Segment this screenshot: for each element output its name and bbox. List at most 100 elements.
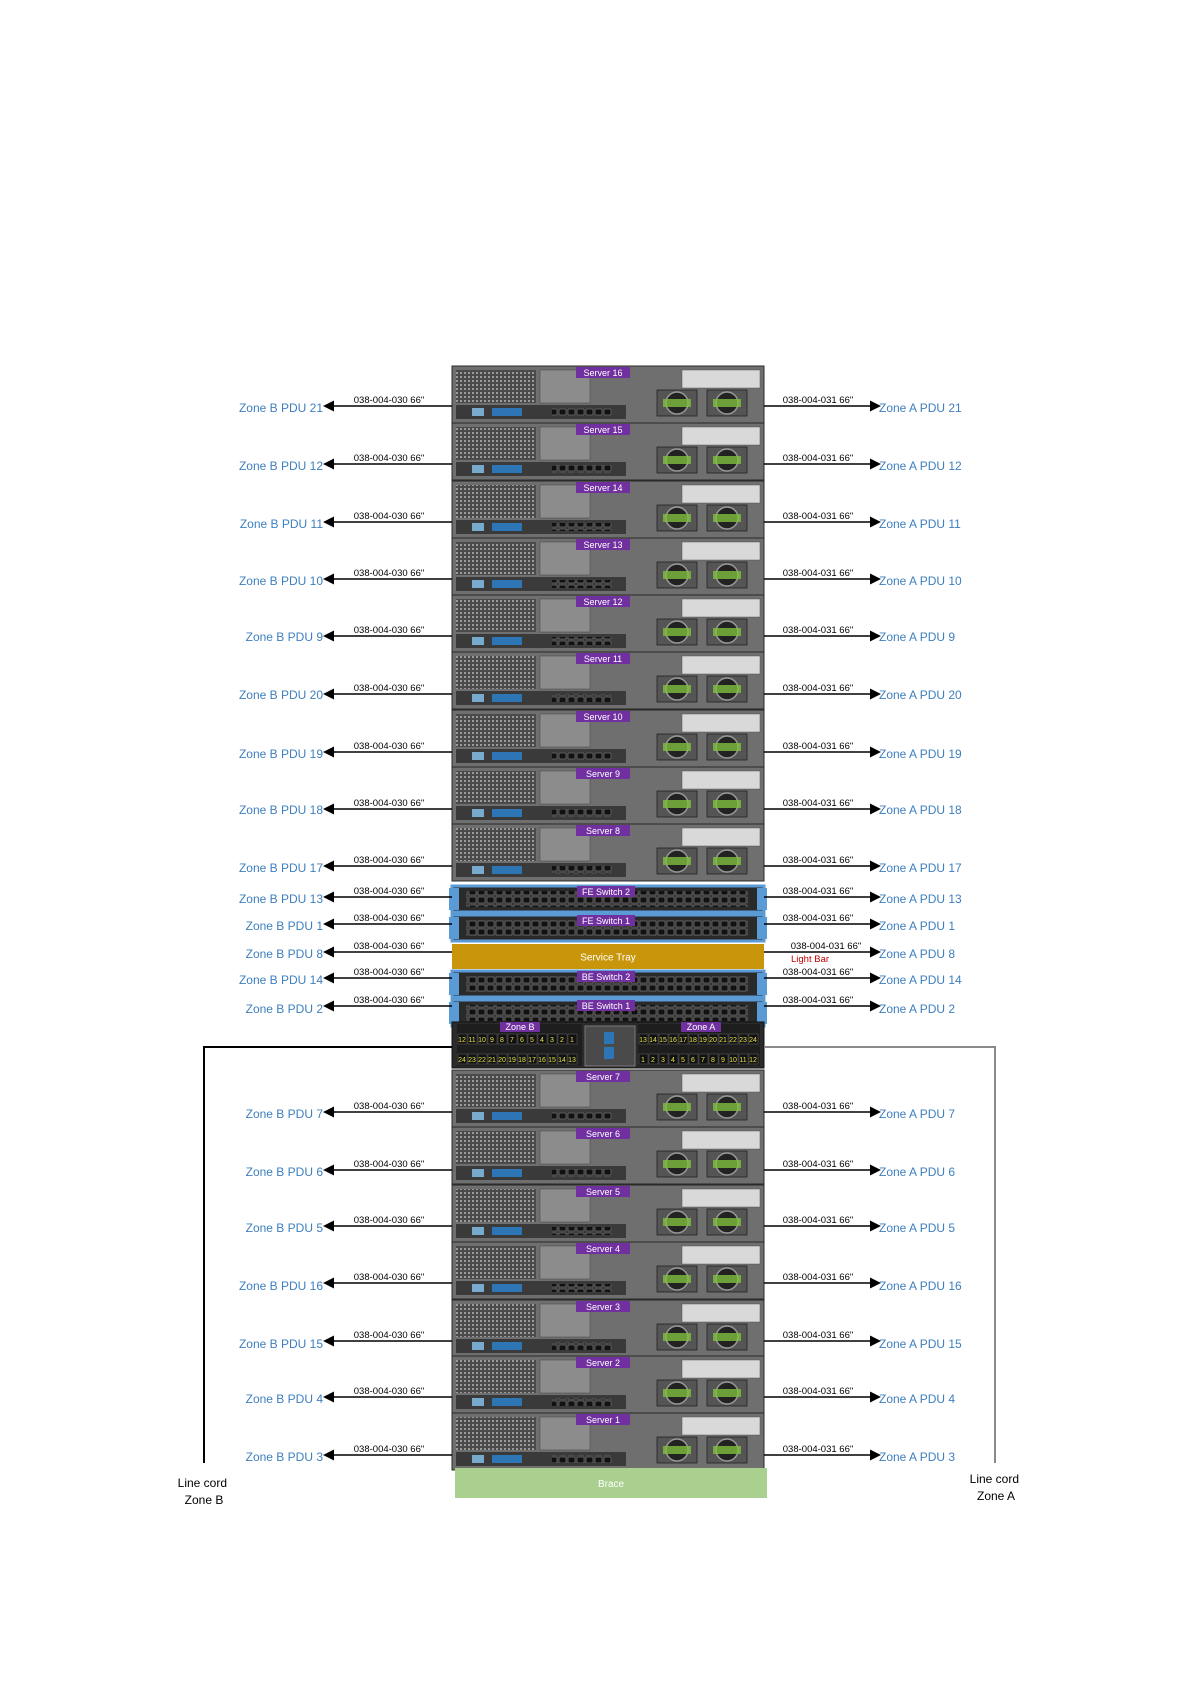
- zone-a-pdu-label: Zone A PDU 2: [879, 1002, 955, 1016]
- pdu-outlet-number: 20: [498, 1057, 506, 1064]
- rack-unit: FE Switch 2: [449, 884, 767, 914]
- pdu-outlet-number: 23: [468, 1057, 476, 1064]
- network-ports: [552, 1398, 612, 1406]
- zone-b-pdu-label: Zone B PDU 4: [246, 1392, 324, 1406]
- pdu-outlet: [507, 1033, 518, 1045]
- zone-a-pdu-label: Zone A PDU 21: [879, 401, 962, 415]
- server-vent: [456, 828, 536, 861]
- zone-a-pdu-label: Zone A PDU 8: [879, 947, 955, 961]
- pdu-outlet: [557, 1033, 568, 1045]
- pdu-outlet: [537, 1033, 548, 1045]
- cable-part-number-zone-b: 038-004-030 66": [354, 453, 424, 464]
- server-vent: [456, 1131, 536, 1164]
- pdu-outlet-number: 20: [709, 1037, 717, 1044]
- vga-port: [472, 752, 484, 760]
- zone-a-pdu-label: Zone A PDU 15: [879, 1337, 962, 1351]
- pdu-outlet-number: 19: [508, 1057, 516, 1064]
- zone-b-pdu-label: Zone B PDU 17: [239, 861, 323, 875]
- switch-tag: [577, 1000, 635, 1011]
- network-ports: [552, 1227, 612, 1235]
- vga-port: [472, 1342, 484, 1350]
- server-pcie-slot: [681, 655, 761, 675]
- psu-handle: [663, 1446, 691, 1454]
- vga-port: [472, 1227, 484, 1235]
- cable-part-number-zone-b: 038-004-030 66": [354, 855, 424, 866]
- pdu-outlet: [497, 1033, 508, 1045]
- server-tag: [576, 539, 630, 550]
- line-cord-zone-b-label: Line cord Zone B: [178, 1476, 231, 1507]
- device-label: Service Tray: [580, 953, 636, 964]
- rack-unit: Server 3: [451, 1299, 765, 1358]
- zone-a-pdu-label: Zone A PDU 13: [879, 892, 962, 906]
- switch-ear: [757, 1002, 767, 1024]
- psu-handle: [663, 800, 691, 808]
- serial-port: [492, 408, 522, 416]
- serial-port: [492, 1455, 522, 1463]
- serial-port: [492, 1398, 522, 1406]
- zone-b-pdu-label: Zone B PDU 19: [239, 747, 323, 761]
- device-label: Server 7: [586, 1072, 620, 1082]
- pdu-outlet: [638, 1053, 649, 1065]
- pdu-outlet: [748, 1033, 759, 1045]
- psu-handle: [663, 399, 691, 407]
- pdu-outlet: [517, 1053, 528, 1065]
- server-vent: [456, 1246, 536, 1279]
- server-vent: [456, 714, 536, 747]
- rack-unit: Server 14: [451, 480, 765, 539]
- zone-a-pdu-label: Zone A PDU 20: [879, 688, 962, 702]
- serial-port: [492, 580, 522, 588]
- zone-b-pdu-label: Zone B PDU 8: [246, 947, 324, 961]
- server-pcie-slot: [681, 426, 761, 446]
- network-ports: [552, 408, 612, 416]
- pdu-outlet: [527, 1033, 538, 1045]
- psu-handle: [663, 456, 691, 464]
- network-ports: [552, 866, 612, 874]
- pdu-outlet: [557, 1053, 568, 1065]
- device-label: Server 10: [583, 712, 622, 722]
- pdu-outlet: [487, 1033, 498, 1045]
- switch-ear: [757, 917, 767, 939]
- zone-a-pdu-label: Zone A PDU 6: [879, 1165, 955, 1179]
- pdu-outlet: [547, 1033, 558, 1045]
- pdu-outlet-number: 6: [520, 1037, 524, 1044]
- cable-part-number-zone-b: 038-004-030 66": [354, 395, 424, 406]
- cable-part-number-zone-a: 038-004-031 66": [783, 1330, 853, 1341]
- vga-port: [472, 1455, 484, 1463]
- serial-port: [492, 1284, 522, 1292]
- pdu-outlet-number: 7: [701, 1057, 705, 1064]
- zone-b-pdu-label: Zone B PDU 16: [239, 1279, 323, 1293]
- network-ports: [552, 1455, 612, 1463]
- server-pcie-slot: [681, 598, 761, 618]
- zone-a-pdu-label: Zone A PDU 11: [879, 517, 961, 531]
- pdu-outlet-number: 8: [711, 1057, 715, 1064]
- server-vent: [456, 771, 536, 804]
- pdu-outlet: [457, 1033, 468, 1045]
- pdu-outlet: [648, 1033, 659, 1045]
- cable-part-number-zone-b: 038-004-030 66": [354, 1444, 424, 1455]
- switch-ports: [466, 891, 748, 907]
- device-label: Server 12: [583, 597, 622, 607]
- pdu-outlet: [718, 1033, 729, 1045]
- pdu-outlet: [688, 1053, 699, 1065]
- zone-b-pdu-label: Zone B PDU 6: [246, 1165, 324, 1179]
- device-label: Server 6: [586, 1129, 620, 1139]
- device-label: Server 1: [586, 1415, 620, 1425]
- serial-port: [492, 1112, 522, 1120]
- pdu-outlet: [668, 1033, 679, 1045]
- rack-unit: Server 9: [451, 766, 765, 825]
- server-tag: [576, 424, 630, 435]
- zone-a-pdu-label: Zone A PDU 1: [879, 919, 955, 933]
- network-ports: [552, 694, 612, 702]
- server-tag: [576, 1186, 630, 1197]
- zone-a-pdu-label: Zone A PDU 14: [879, 973, 962, 987]
- psu-handle: [663, 1389, 691, 1397]
- pdu-outlet-number: 12: [749, 1057, 757, 1064]
- server-pcie-slot: [681, 1073, 761, 1093]
- server-tag: [576, 596, 630, 607]
- pdu-outlet-number: 24: [458, 1057, 466, 1064]
- server-pcie-slot: [681, 1130, 761, 1150]
- server-vent: [456, 542, 536, 575]
- vga-port: [472, 694, 484, 702]
